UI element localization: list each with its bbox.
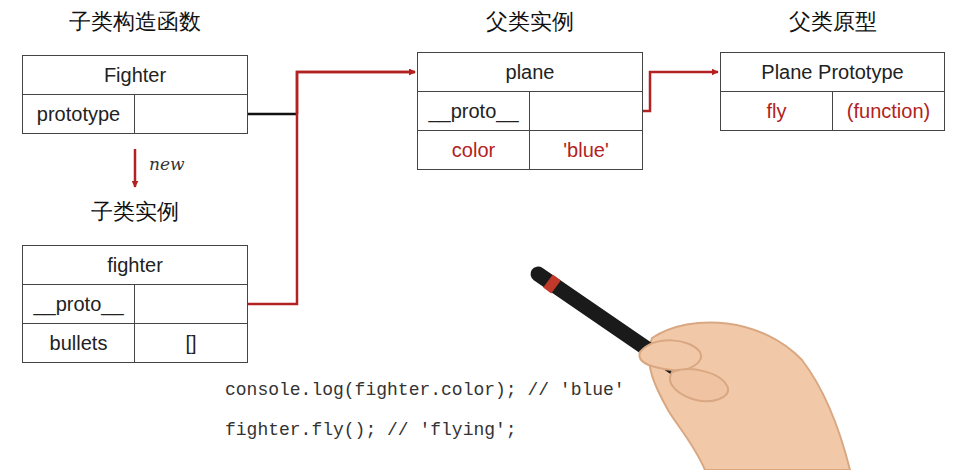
table-cell: fighter [23, 246, 247, 284]
table-cell: plane [418, 53, 642, 91]
table-heading: 子类实例 [22, 195, 248, 229]
table-cell [530, 92, 642, 130]
table-cell: __proto__ [418, 92, 530, 130]
pointer-arrow [135, 149, 136, 187]
field-text: (function) [847, 100, 930, 123]
field-text: Fighter [104, 64, 166, 87]
field-text: bullets [50, 332, 108, 355]
table-cell: fly [721, 92, 833, 130]
hand-thumb [670, 369, 728, 401]
object-table: 父类实例 plane __proto__color 'blue' [417, 5, 643, 170]
field-text: fighter [107, 254, 163, 277]
table-body: Fighter prototype [22, 55, 248, 134]
table-body: plane __proto__color 'blue' [417, 52, 643, 170]
table-cell: bullets [23, 324, 135, 362]
object-table: 子类实例 fighter __proto__bullets [] [22, 195, 248, 363]
field-text: 'blue' [563, 139, 608, 162]
table-row: plane [418, 53, 642, 91]
table-body: fighter __proto__bullets [] [22, 245, 248, 363]
edge-label: new [147, 154, 187, 174]
field-text: prototype [37, 103, 120, 126]
table-cell: prototype [23, 95, 135, 133]
table-cell [135, 285, 247, 323]
pointer-line [297, 72, 415, 114]
code-line: fighter.fly(); // 'flying'; [225, 420, 517, 440]
table-cell: (function) [833, 92, 944, 130]
table-row: Fighter [23, 56, 247, 94]
table-cell: __proto__ [23, 285, 135, 323]
table-row: color 'blue' [418, 130, 642, 169]
hand-finger [639, 340, 701, 370]
pointer-line [134, 149, 137, 187]
table-cell [135, 95, 247, 133]
table-row: prototype [23, 94, 247, 133]
table-heading: 父类实例 [417, 5, 643, 39]
table-heading: 父类原型 [720, 5, 945, 39]
table-cell: Fighter [23, 56, 247, 94]
pen-ring [548, 281, 556, 287]
table-row: fly (function) [721, 91, 944, 130]
table-cell: color [418, 131, 530, 169]
table-row: Plane Prototype [721, 53, 944, 91]
object-table: 父类原型 Plane Prototype fly (function) [720, 5, 945, 131]
table-cell: Plane Prototype [721, 53, 944, 91]
table-row: fighter [23, 246, 247, 284]
field-text: Plane Prototype [761, 61, 903, 84]
field-text: plane [506, 61, 555, 84]
table-row: __proto__ [418, 91, 642, 130]
table-heading: 子类构造函数 [22, 5, 248, 39]
code-line: console.log(fighter.color); // 'blue' [225, 380, 625, 400]
field-text: [] [185, 332, 196, 355]
field-text: fly [767, 100, 787, 123]
table-row: bullets [] [23, 323, 247, 362]
field-text: __proto__ [428, 100, 518, 123]
table-body: Plane Prototype fly (function) [720, 52, 945, 131]
table-cell: 'blue' [530, 131, 642, 169]
table-row: __proto__ [23, 284, 247, 323]
object-table: 子类构造函数 Fighter prototype [22, 5, 248, 134]
table-cell: [] [135, 324, 247, 362]
field-text: __proto__ [33, 293, 123, 316]
field-text: color [452, 139, 495, 162]
